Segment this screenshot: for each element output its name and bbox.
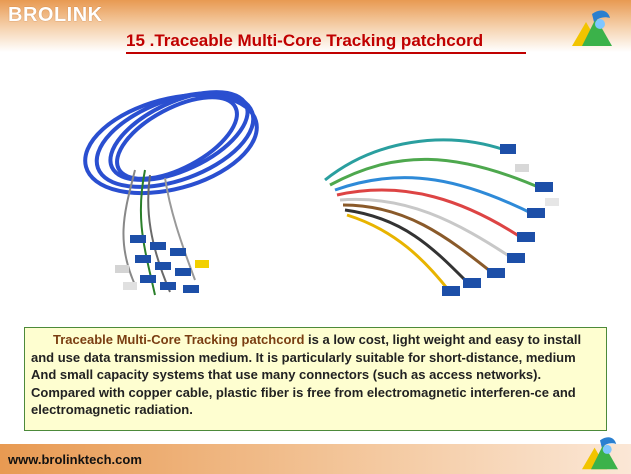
header-bar xyxy=(0,0,631,52)
right-fanout-cables xyxy=(324,138,546,293)
footer-url[interactable]: www.brolinktech.com xyxy=(8,452,142,467)
left-connector-cluster xyxy=(115,235,209,293)
slide-title: 15 .Traceable Multi-Core Tracking patchc… xyxy=(126,30,526,54)
brand-logo-icon xyxy=(572,10,612,46)
description-highlight: Traceable Multi-Core Tracking patchcord xyxy=(53,332,305,347)
brand-name: BROLINK xyxy=(8,4,103,26)
coiled-blue-cable xyxy=(83,90,259,196)
right-connector-cluster xyxy=(442,144,559,296)
footer-bar xyxy=(0,444,631,474)
description-box: Traceable Multi-Core Tracking patchcord … xyxy=(24,327,607,431)
description-text: is a low cost, light weight and easy to … xyxy=(31,332,582,417)
brand-logo-icon xyxy=(582,437,618,470)
patchcord-photo xyxy=(83,90,559,296)
